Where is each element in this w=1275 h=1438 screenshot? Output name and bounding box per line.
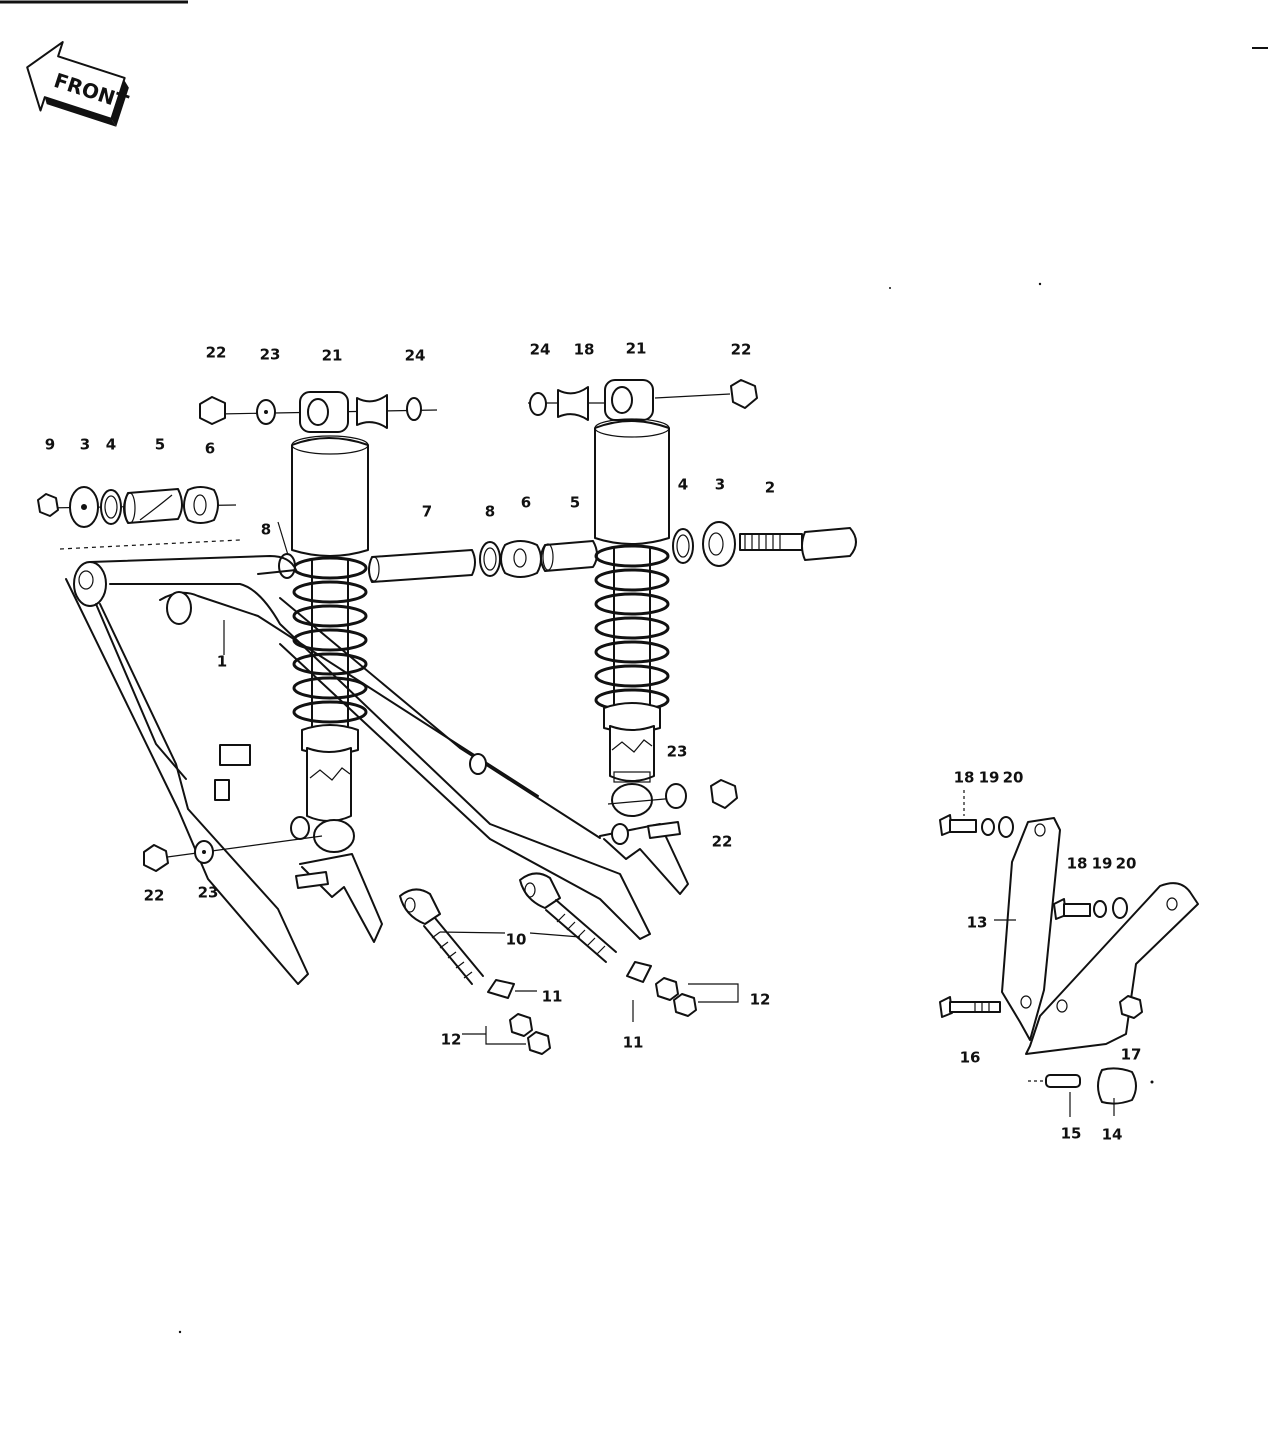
right-bolt-stack [672,521,857,567]
callout-number-13: 13 [967,914,988,932]
callout-number-7: 7 [422,503,432,521]
callout-number-22: 22 [712,833,733,851]
callout-number-23: 23 [260,346,281,364]
callout-number-24: 24 [405,347,426,365]
callout-number-3: 3 [715,476,725,494]
center-spacer-row [277,521,598,583]
right-top-mount-hardware [528,379,758,421]
callout-number-23: 23 [198,884,219,902]
callout-number-3: 3 [80,436,90,454]
callout-number-22: 22 [206,344,227,362]
left-top-mount-hardware [199,394,438,429]
front-direction-arrow: FRONT [26,41,132,127]
callout-number-4: 4 [678,476,688,494]
callout-number-5: 5 [570,494,580,512]
scan-dot [178,1330,182,1334]
callout-number-8: 8 [485,503,495,521]
callout-number-6: 6 [521,494,531,512]
left-spacer-stack [37,486,241,550]
callout-number-18: 18 [574,341,595,359]
swing-arm [65,555,689,985]
callout-number-18: 18 [1067,855,1088,873]
scan-dot [1038,282,1042,286]
callout-number-11: 11 [542,988,563,1006]
callout-number-15: 15 [1061,1125,1082,1143]
lower-left-mount-hardware [143,835,323,872]
callout-number-24: 24 [530,341,551,359]
left-shock-absorber [291,391,369,853]
callout-number-11: 11 [623,1034,644,1052]
chain-adjusters [399,872,739,1055]
bracket-assembly [939,790,1199,1117]
callout-number-14: 14 [1102,1126,1123,1144]
callout-number-1: 1 [217,653,227,671]
callout-number-10: 10 [506,931,527,949]
lower-right-mount-hardware [607,779,738,809]
callout-number-19: 19 [979,769,1000,787]
scan-dot [889,287,891,289]
callout-number-12: 12 [750,991,771,1009]
right-shock-absorber [594,379,670,817]
callout-number-4: 4 [106,436,116,454]
callout-number-22: 22 [731,341,752,359]
callout-number-19: 19 [1092,855,1113,873]
callout-number-21: 21 [626,340,647,358]
callout-number-20: 20 [1003,769,1024,787]
callout-number-2: 2 [765,479,775,497]
callout-number-21: 21 [322,347,343,365]
callout-number-8: 8 [261,521,271,539]
callout-number-20: 20 [1116,855,1137,873]
callout-number-17: 17 [1121,1046,1142,1064]
callout-number-12: 12 [441,1031,462,1049]
callout-number-6: 6 [205,440,215,458]
callout-number-22: 22 [144,887,165,905]
callout-number-18: 18 [954,769,975,787]
callout-number-5: 5 [155,436,165,454]
callout-number-16: 16 [960,1049,981,1067]
callout-number-23: 23 [667,743,688,761]
callout-number-9: 9 [45,436,55,454]
